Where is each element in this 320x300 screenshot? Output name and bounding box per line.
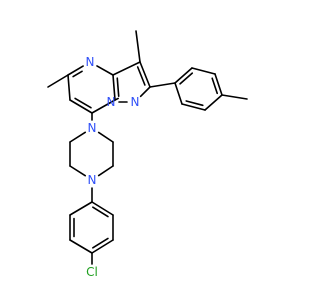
bond-n4-c3a [96,65,114,76]
bond-np2-pc [69,165,87,177]
bond-a1-a2 [91,201,114,216]
bond-pd-np1 [69,131,87,143]
atom-label-n1: N [107,95,116,109]
atom-label-npip2: N [88,173,97,187]
bond-c6-c7 [69,99,93,114]
bond-layer [47,30,248,265]
double-bond-inner-c3-c2 [136,66,146,86]
double-bond-inner-t3-t4 [211,77,219,95]
bond-a3-a4 [91,239,114,254]
atom-label-n4: N [86,55,95,69]
bond-pb-np2 [97,165,114,177]
bond-c2-t1 [149,82,176,88]
bond-t2-t3 [191,67,216,75]
double-bond-inner-t1-t2 [179,72,194,85]
bond-c5me-c5 [47,74,69,88]
double-bond-inner-t5-t6 [185,100,204,107]
bond-c5-n4 [67,65,84,76]
bond-c7-c7a [91,99,116,114]
bond-c2-n2 [139,86,151,98]
atom-label-cl: Cl [86,265,98,279]
bond-t3-t4 [214,73,223,96]
bond-n1-c7a [114,97,119,101]
double-bond-inner-a1-a2 [92,206,109,218]
bond-t1-t2 [174,67,193,84]
double-bond-inner-c6-c7 [74,97,92,109]
double-bond-inner-c5-n4 [72,70,83,78]
bond-c3a-c3 [112,61,141,76]
double-bond-inner-c3a-c7a [116,77,120,97]
atom-label-n2: N [131,95,140,109]
bond-c3-c2 [139,61,151,88]
double-bond-inner-a3-a4 [92,237,109,249]
bond-c5-c6 [67,74,71,101]
bond-t4-tme [221,94,248,100]
bond-np1-pa [97,131,114,143]
atom-label-npip1: N [88,121,97,135]
bond-t4-t5 [204,94,223,111]
bond-t6-t1 [174,82,183,105]
bond-a6-a1 [69,201,93,216]
bond-a4-a5 [69,239,93,254]
bond-t5-t6 [181,103,206,111]
bond-c3-c3me [135,30,141,63]
bond-c3a-c7a [112,74,116,101]
